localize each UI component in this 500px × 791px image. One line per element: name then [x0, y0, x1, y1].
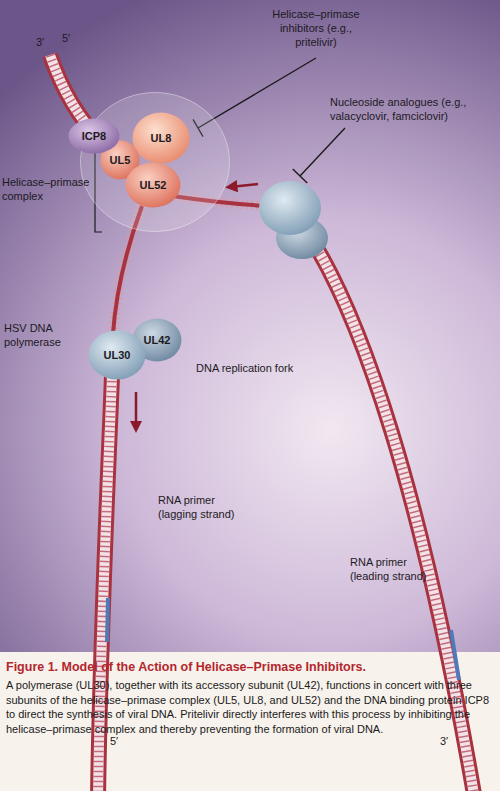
fork-label: DNA replication fork [196, 362, 336, 376]
node-ellipse [81, 93, 230, 232]
strand-end-label: 3′ [440, 735, 460, 749]
figure-caption: A polymerase (UL30), together with its a… [6, 678, 494, 737]
protein-subunit: UL52 [125, 162, 181, 208]
node-ellipse [133, 319, 182, 362]
node-ellipse [69, 119, 120, 154]
subunit-name: UL30 [88, 330, 146, 380]
drug-label: Nucleoside analogues (e.g., valacyclovir… [330, 96, 498, 124]
subunit-name: UL8 [132, 112, 190, 164]
subunit-name: ICP8 [68, 118, 120, 154]
protein-subunit: UL8 [132, 112, 190, 164]
leading-polymerase [259, 181, 328, 259]
enzyme-label: HSV DNA polymerase [4, 322, 66, 350]
complex-heading: Helicase–primase complex [2, 176, 92, 204]
node-ellipse [89, 331, 146, 380]
primer-label: RNA primer (leading strand) [350, 556, 442, 584]
drug-label: Helicase–primase inhibitors (e.g., prite… [268, 8, 364, 49]
strand-end-label: 3′ [36, 36, 56, 50]
rna-primer-lagging [107, 598, 108, 642]
subunit-name: UL52 [125, 162, 181, 208]
caption-background [0, 652, 500, 791]
protein-subunit: UL30 [88, 330, 146, 380]
primer-label: RNA primer (lagging strand) [158, 494, 250, 522]
node-ellipse [126, 163, 181, 208]
node-ellipse [133, 113, 190, 164]
lagging-direction-arrow [135, 392, 138, 428]
fork-direction-arrow [230, 184, 258, 187]
inhibition-line [293, 128, 345, 183]
protein-subunit: ICP8 [68, 118, 120, 154]
complex-outline: Helicase–primase complexUL5UL8UL52 [80, 92, 230, 232]
figure-title: Figure 1. Model of the Action of Helicas… [6, 660, 494, 674]
strand-end-label: 5′ [110, 735, 130, 749]
strand-end-label: 5′ [62, 32, 82, 46]
rna-primer-leading [451, 630, 459, 680]
